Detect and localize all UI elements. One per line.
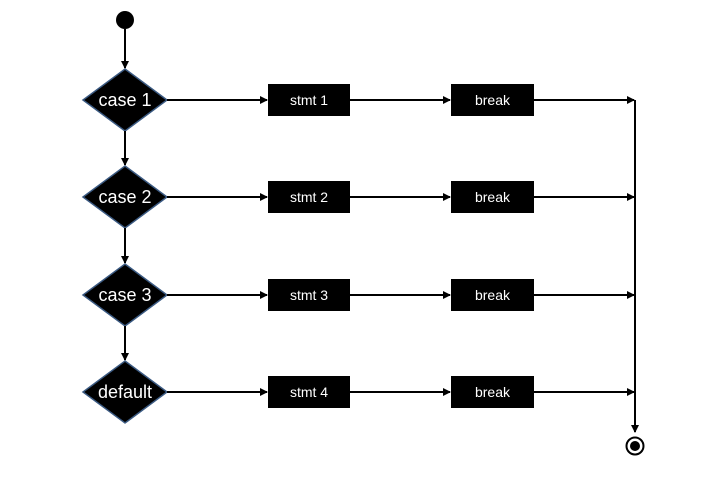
statement-label: stmt 3 [290,287,328,303]
statement-box [268,84,350,116]
decision-label: default [98,382,152,402]
decision-label: case 2 [98,187,151,207]
statement-box [268,181,350,213]
decision-label: case 3 [98,285,151,305]
start-node [116,11,134,29]
break-box [451,376,534,408]
decision-label: case 1 [98,90,151,110]
statement-label: stmt 1 [290,92,328,108]
break-box [451,84,534,116]
statement-box [268,279,350,311]
break-box [451,279,534,311]
statement-label: stmt 4 [290,384,328,400]
statement-label: stmt 2 [290,189,328,205]
break-box [451,181,534,213]
break-label: break [475,384,511,400]
flowchart-row: default stmt 4 break [81,360,635,424]
break-label: break [475,189,511,205]
decision-diamond [81,360,169,424]
flowchart-row: case 3 stmt 3 break [81,263,635,361]
statement-box [268,376,350,408]
flowchart-row: case 2 stmt 2 break [81,165,635,264]
break-label: break [475,287,511,303]
end-node [625,436,645,456]
end-node-inner-dot [630,441,640,451]
flowchart-row: case 1 stmt 1 break [81,68,635,166]
break-label: break [475,92,511,108]
